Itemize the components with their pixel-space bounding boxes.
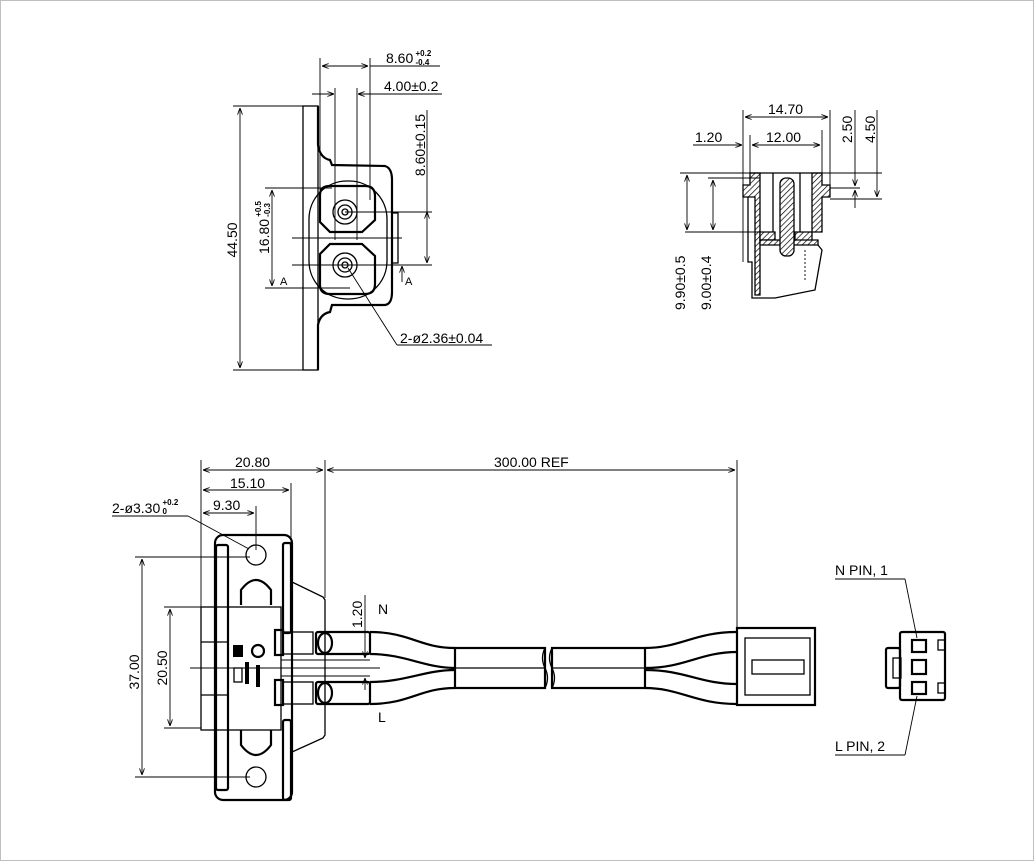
pin-shroud-upper xyxy=(318,184,377,234)
dim-flange: 2.50 xyxy=(839,116,855,143)
dim-depth-inner: 9.00±0.4 xyxy=(698,255,714,310)
dim-mount-pitch: 37.00 xyxy=(126,654,142,689)
dim-body-height: 20.50 xyxy=(154,650,170,685)
inlet-body xyxy=(200,606,282,731)
dim-body-tol-plus: +0.5 xyxy=(254,200,263,216)
section-a-a-view: 14.70 12.00 1.20 9.90±0.5 9.00±0.4 2.50 … xyxy=(672,101,882,310)
hole-callout: 2-ø3.30 xyxy=(112,500,160,516)
inlet-body-oval xyxy=(308,180,388,300)
pin-2-cavity xyxy=(910,680,928,696)
compliance-marks xyxy=(233,643,266,687)
dim-inner: 12.00 xyxy=(766,129,801,145)
dim-overall: 14.70 xyxy=(768,101,803,117)
wires-right xyxy=(644,630,738,706)
label-neutral: N xyxy=(378,601,388,617)
dim-body-tol-minus: -0.3 xyxy=(263,202,272,216)
pin-1-cavity xyxy=(910,638,928,654)
label-line: L xyxy=(378,709,386,725)
hole-tol-plus: +0.2 xyxy=(163,498,179,507)
section-marker-left: A xyxy=(280,276,288,288)
plug-end-view: N PIN, 1 L PIN, 2 xyxy=(835,562,947,756)
dim-total: 20.80 xyxy=(235,454,270,470)
dim-cable: 300.00 REF xyxy=(494,454,569,470)
dim-depth-outer: 9.90±0.5 xyxy=(672,255,688,310)
inlet-front-view: 44.50 8.60 +0.2 -0.4 4.00±0.2 8.60±0.15 … xyxy=(224,49,492,371)
n-pin-label: N PIN, 1 xyxy=(835,562,888,578)
dim-width-top-tol-plus: +0.2 xyxy=(416,49,432,58)
dim-width-top: 8.60 xyxy=(386,50,413,66)
section-marker-right: A xyxy=(405,276,413,288)
dim-flange-total: 4.50 xyxy=(862,116,878,143)
l-pin-label: L PIN, 2 xyxy=(835,738,885,754)
dim-body: 16.80 xyxy=(256,219,272,254)
hole-tol-minus: 0 xyxy=(163,507,168,516)
pin-shroud-lower xyxy=(318,242,377,296)
dim-pin-gap: 4.00±0.2 xyxy=(384,78,439,94)
dim-height: 44.50 xyxy=(224,222,240,257)
dim-hole-offset: 9.30 xyxy=(213,497,240,513)
hole-callout: 2-ø2.36±0.04 xyxy=(400,330,483,346)
dim-width-top-tol-minus: -0.4 xyxy=(416,58,430,67)
dim-pin-pitch: 8.60±0.15 xyxy=(412,114,428,176)
side-view-cable-assembly: 20.80 300.00 REF 15.10 9.30 2-ø3.30 +0.2… xyxy=(112,454,817,802)
plug-housing xyxy=(735,626,817,707)
wires-left xyxy=(369,630,456,706)
dim-pin-spacing: 1.20 xyxy=(349,601,365,628)
dim-wall: 1.20 xyxy=(695,129,722,145)
contact-blade xyxy=(779,177,795,257)
dim-plate: 15.10 xyxy=(230,475,265,491)
